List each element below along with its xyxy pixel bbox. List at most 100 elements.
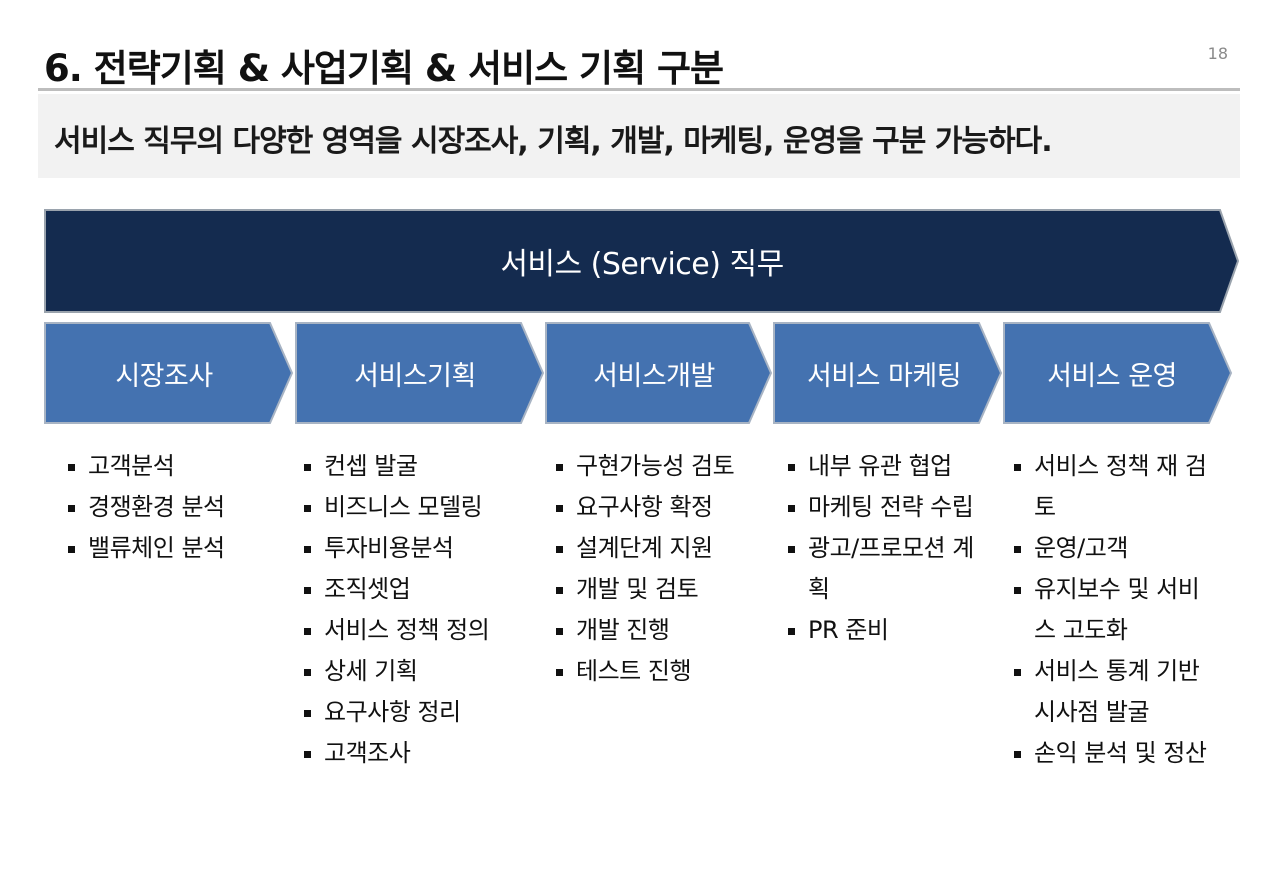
bullet-icon <box>68 464 75 471</box>
list-item: 구현가능성 검토 <box>556 446 776 487</box>
step-label: 서비스기획 <box>354 360 476 392</box>
task-text: 조직셋업 <box>324 575 411 603</box>
service-development-tasks: 구현가능성 검토 요구사항 확정 설계단계 지원 개발 및 검토 개발 진행 테… <box>556 446 776 692</box>
task-text: 손익 분석 및 정산 <box>1034 739 1207 767</box>
bullet-icon <box>788 505 795 512</box>
list-item: 서비스 정책 정의 <box>304 610 534 651</box>
banner-label: 서비스 (Service) 직무 <box>500 247 784 282</box>
task-text: 컨셉 발굴 <box>324 452 418 480</box>
bullet-icon <box>304 669 311 676</box>
list-item: 고객조사 <box>304 733 534 774</box>
task-text: 요구사항 정리 <box>324 698 461 726</box>
bullet-icon <box>304 751 311 758</box>
page-title: 6. 전략기획 & 사업기획 & 서비스 기획 구분 <box>44 47 724 90</box>
bullet-icon <box>1014 464 1021 471</box>
task-text: 비즈니스 모델링 <box>324 493 483 521</box>
step-label: 서비스 마케팅 <box>806 360 962 392</box>
step-arrow-shape <box>44 322 294 424</box>
bullet-icon <box>304 464 311 471</box>
bullet-icon <box>68 505 75 512</box>
list-item: PR 준비 <box>788 610 998 651</box>
step-label: 서비스 운영 <box>1047 360 1177 392</box>
list-item: 유지보수 및 서비 스 고도화 <box>1014 569 1240 651</box>
bullet-icon <box>68 546 75 553</box>
list-item: 손익 분석 및 정산 <box>1014 733 1240 774</box>
bullet-icon <box>788 546 795 553</box>
list-item: 운영/고객 <box>1014 528 1240 569</box>
bullet-icon <box>556 464 563 471</box>
task-text: 테스트 진행 <box>576 657 692 685</box>
task-text: 내부 유관 협업 <box>808 452 952 480</box>
banner-arrow-shape <box>44 209 1240 313</box>
list-item: 설계단계 지원 <box>556 528 776 569</box>
process-steps: 시장조사 서비스기획 서비스개발 서비스 마케팅 서비스 운영 <box>0 322 1280 424</box>
task-text: 고객분석 <box>88 452 175 480</box>
bullet-icon <box>1014 751 1021 758</box>
list-item: 밸류체인 분석 <box>68 528 278 569</box>
list-item: 비즈니스 모델링 <box>304 487 534 528</box>
bullet-icon <box>788 628 795 635</box>
list-item: 상세 기획 <box>304 651 534 692</box>
list-item: 고객분석 <box>68 446 278 487</box>
task-text: 고객조사 <box>324 739 411 767</box>
list-item: 투자비용분석 <box>304 528 534 569</box>
step-service-operation: 서비스 운영 <box>1003 322 1233 424</box>
task-text: PR 준비 <box>808 616 889 644</box>
list-item: 컨셉 발굴 <box>304 446 534 487</box>
task-text: 서비스 정책 재 검 토 <box>1034 452 1207 521</box>
service-banner: 서비스 (Service) 직무 <box>44 209 1240 313</box>
bullet-icon <box>304 710 311 717</box>
step-label: 서비스개발 <box>593 360 715 392</box>
bullet-icon <box>556 546 563 553</box>
bullet-icon <box>556 669 563 676</box>
step-service-development: 서비스개발 <box>545 322 773 424</box>
step-arrow-shape <box>545 322 773 424</box>
list-item: 내부 유관 협업 <box>788 446 998 487</box>
list-item: 조직셋업 <box>304 569 534 610</box>
service-planning-tasks: 컨셉 발굴 비즈니스 모델링 투자비용분석 조직셋업 서비스 정책 정의 상세 … <box>304 446 534 774</box>
bullet-icon <box>1014 669 1021 676</box>
title-divider <box>38 88 1240 91</box>
task-text: 상세 기획 <box>324 657 418 685</box>
task-text: 운영/고객 <box>1034 534 1128 562</box>
service-operation-tasks: 서비스 정책 재 검 토 운영/고객 유지보수 및 서비 스 고도화 서비스 통… <box>1014 446 1240 774</box>
bullet-icon <box>304 628 311 635</box>
task-text: 밸류체인 분석 <box>88 534 225 562</box>
bullet-icon <box>304 587 311 594</box>
step-market-research: 시장조사 <box>44 322 294 424</box>
bullet-icon <box>1014 587 1021 594</box>
task-text: 설계단계 지원 <box>576 534 713 562</box>
bullet-icon <box>1014 546 1021 553</box>
task-text: 개발 진행 <box>576 616 670 644</box>
task-text: 서비스 정책 정의 <box>324 616 490 644</box>
task-text: 마케팅 전략 수립 <box>808 493 974 521</box>
task-text: 경쟁환경 분석 <box>88 493 225 521</box>
task-text: 광고/프로모션 계 획 <box>808 534 974 603</box>
list-item: 개발 진행 <box>556 610 776 651</box>
step-arrow-shape <box>773 322 1003 424</box>
list-item: 테스트 진행 <box>556 651 776 692</box>
list-item: 서비스 정책 재 검 토 <box>1014 446 1240 528</box>
subtitle: 서비스 직무의 다양한 영역을 시장조사, 기획, 개발, 마케팅, 운영을 구… <box>54 124 1053 159</box>
list-item: 요구사항 정리 <box>304 692 534 733</box>
step-arrow-shape <box>295 322 545 424</box>
bullet-icon <box>556 587 563 594</box>
list-item: 요구사항 확정 <box>556 487 776 528</box>
list-item: 개발 및 검토 <box>556 569 776 610</box>
market-research-tasks: 고객분석 경쟁환경 분석 밸류체인 분석 <box>68 446 278 569</box>
list-item: 광고/프로모션 계 획 <box>788 528 998 610</box>
step-label: 시장조사 <box>115 360 213 392</box>
service-marketing-tasks: 내부 유관 협업 마케팅 전략 수립 광고/프로모션 계 획 PR 준비 <box>788 446 998 651</box>
bullet-icon <box>556 628 563 635</box>
task-text: 투자비용분석 <box>324 534 454 562</box>
bullet-icon <box>304 546 311 553</box>
task-text: 요구사항 확정 <box>576 493 713 521</box>
list-item: 마케팅 전략 수립 <box>788 487 998 528</box>
step-service-marketing: 서비스 마케팅 <box>773 322 1003 424</box>
task-text: 개발 및 검토 <box>576 575 699 603</box>
list-item: 서비스 통계 기반 시사점 발굴 <box>1014 651 1240 733</box>
step-service-planning: 서비스기획 <box>295 322 545 424</box>
list-item: 경쟁환경 분석 <box>68 487 278 528</box>
bullet-icon <box>556 505 563 512</box>
page-number: 18 <box>1207 44 1228 63</box>
